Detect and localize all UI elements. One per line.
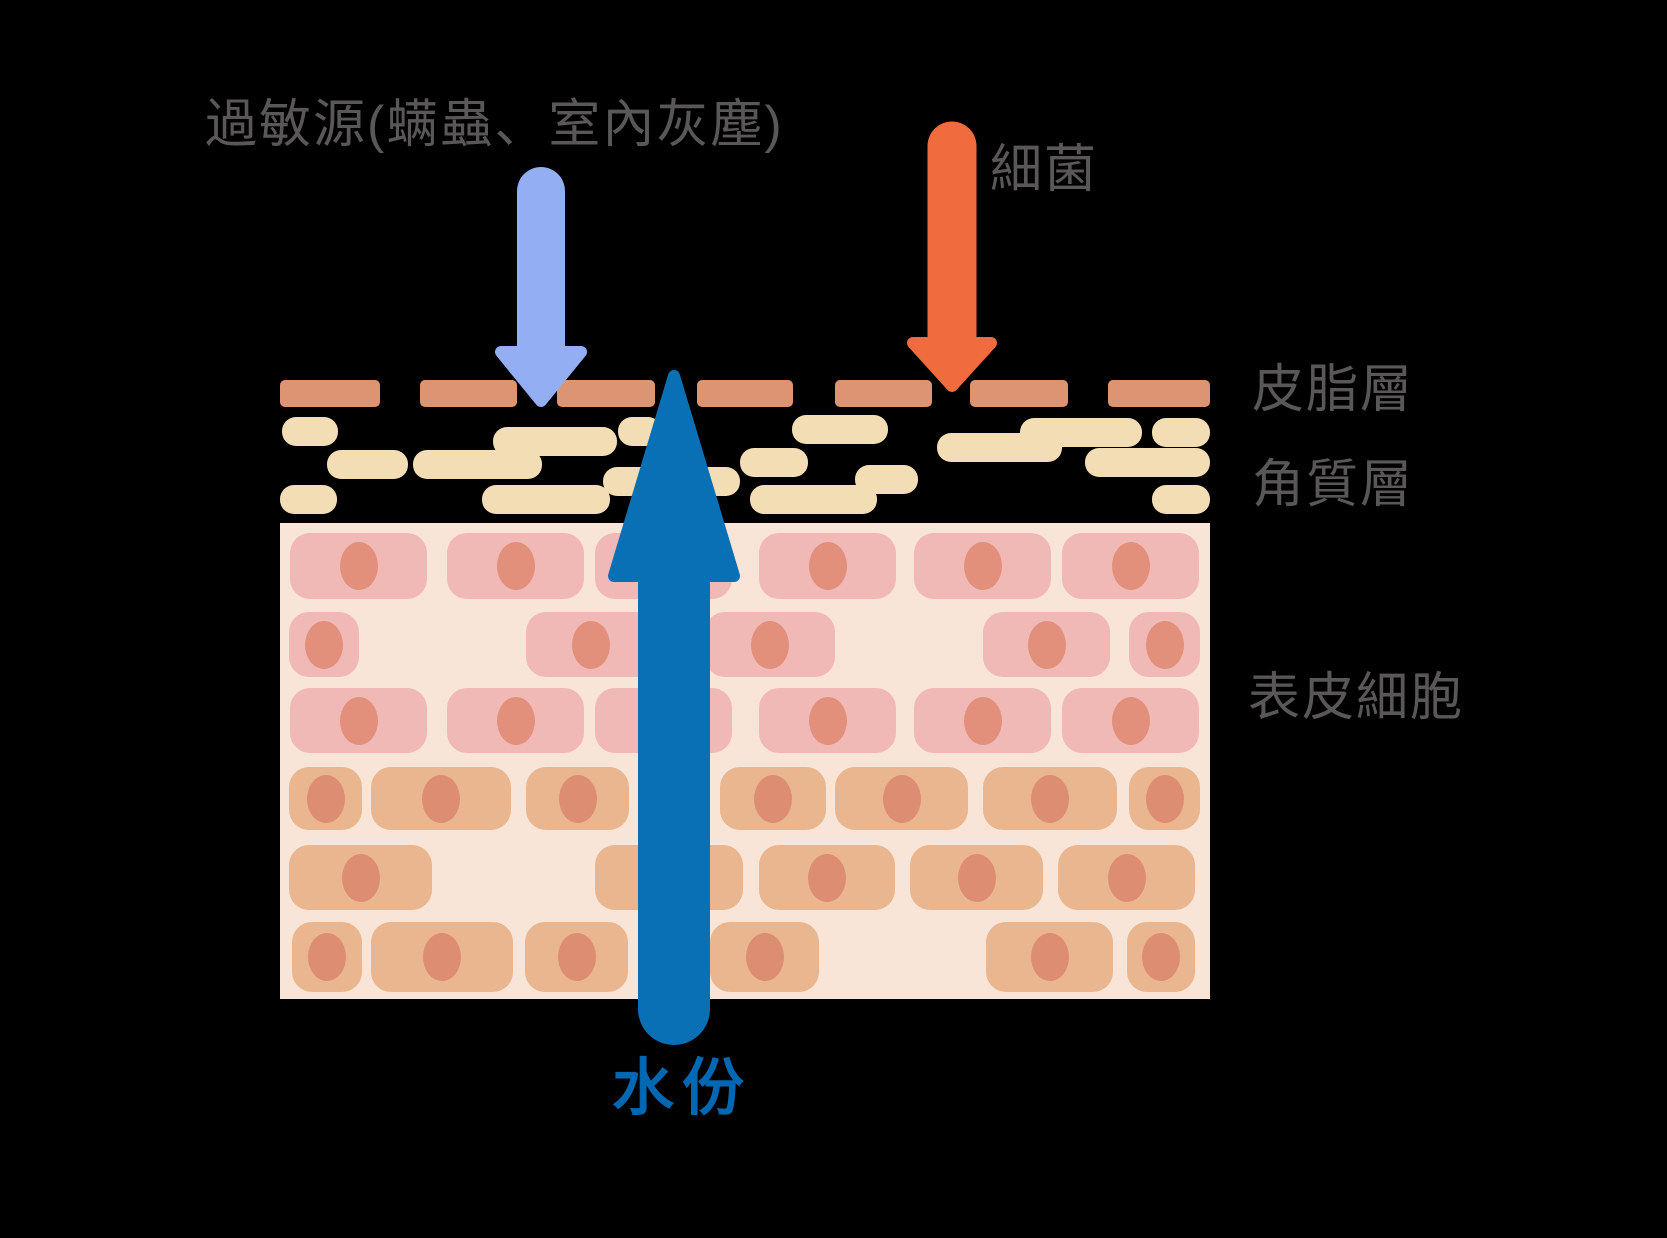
cell-nucleus <box>1142 933 1180 981</box>
cell-nucleus <box>422 774 460 823</box>
pink-skin-cell <box>1129 612 1200 677</box>
tan-skin-cell <box>525 922 628 992</box>
pink-skin-cell <box>759 533 896 599</box>
moisture-label: 水份 <box>612 1054 753 1123</box>
tan-skin-cell <box>1058 845 1195 910</box>
cell-nucleus <box>1027 620 1066 669</box>
tan-skin-cell <box>720 767 826 830</box>
pink-skin-cell <box>1062 533 1199 599</box>
cell-nucleus <box>808 696 847 745</box>
pink-skin-cell <box>759 688 896 753</box>
tan-skin-cell <box>595 845 743 910</box>
tan-skin-cell <box>835 767 968 830</box>
cell-nucleus <box>1030 933 1069 981</box>
cell-nucleus <box>957 853 996 902</box>
tan-skin-cell <box>371 922 513 992</box>
epidermis-cell-block <box>280 523 1210 999</box>
keratin-bar <box>482 485 610 514</box>
epidermal-cells-label: 表皮細胞 <box>1248 669 1465 727</box>
tan-skin-cell <box>986 922 1113 992</box>
pink-skin-cell <box>595 688 732 753</box>
keratin-bar <box>750 485 877 514</box>
cell-nucleus <box>1111 696 1150 745</box>
tan-skin-cell <box>710 922 819 992</box>
cell-nucleus <box>1111 542 1150 590</box>
cell-nucleus <box>882 774 921 823</box>
cell-nucleus <box>963 696 1002 745</box>
tan-skin-cell <box>759 845 895 910</box>
keratin-bar <box>855 465 918 494</box>
sebum-bar <box>280 380 380 407</box>
cell-nucleus <box>963 542 1002 590</box>
cell-nucleus <box>341 853 380 902</box>
tan-skin-cell <box>371 767 511 830</box>
pink-skin-cell <box>447 688 584 753</box>
keratin-bar <box>282 417 338 446</box>
cell-nucleus <box>496 542 535 590</box>
cell-nucleus <box>644 542 683 590</box>
tan-skin-cell <box>910 845 1043 910</box>
cell-nucleus <box>644 696 683 745</box>
keratin-bar <box>493 427 617 456</box>
keratin-bar <box>740 448 808 477</box>
tan-skin-cell <box>289 767 362 830</box>
allergen-label: 過敏源(螨蟲、室內灰塵) <box>205 96 784 154</box>
cell-nucleus <box>808 542 847 590</box>
cell-nucleus <box>423 933 461 981</box>
cell-nucleus <box>572 620 610 669</box>
cell-nucleus <box>1031 774 1069 823</box>
cell-nucleus <box>650 853 688 902</box>
sebum-bar <box>1108 380 1210 407</box>
keratin-bar <box>327 450 408 479</box>
pink-skin-cell <box>526 612 656 677</box>
pink-skin-cell <box>983 612 1110 677</box>
keratin-layer-label: 角質層 <box>1252 456 1415 514</box>
pink-skin-cell <box>447 533 584 599</box>
cell-nucleus <box>306 774 345 823</box>
pink-skin-cell <box>914 533 1051 599</box>
keratin-bar <box>618 417 662 446</box>
keratin-bar <box>937 433 1062 462</box>
tan-skin-cell <box>289 845 432 910</box>
cell-nucleus <box>496 696 535 745</box>
cell-nucleus <box>339 696 378 745</box>
cell-nucleus <box>1145 620 1184 669</box>
tan-skin-cell <box>1127 922 1195 992</box>
keratin-bar <box>1152 418 1210 447</box>
pink-skin-cell <box>1062 688 1199 753</box>
cell-nucleus <box>308 933 346 981</box>
tan-skin-cell <box>983 767 1117 830</box>
keratin-bar <box>1152 485 1210 514</box>
tan-skin-cell <box>292 922 362 992</box>
cell-nucleus <box>557 933 596 981</box>
cell-nucleus <box>305 620 343 669</box>
tan-skin-cell <box>1129 767 1200 830</box>
pink-skin-cell <box>914 688 1051 753</box>
keratin-bar <box>1085 448 1210 477</box>
keratin-bar <box>792 415 888 444</box>
bacteria-label: 細菌 <box>990 141 1099 199</box>
pink-skin-cell <box>595 533 732 599</box>
cell-nucleus <box>751 620 789 669</box>
cell-nucleus <box>1145 774 1184 823</box>
cell-nucleus <box>808 853 846 902</box>
keratin-bar <box>603 467 740 496</box>
cell-nucleus <box>339 542 378 590</box>
pink-skin-cell <box>705 612 835 677</box>
pink-skin-cell <box>289 612 359 677</box>
cell-nucleus <box>745 933 784 981</box>
tan-skin-cell <box>526 767 629 830</box>
cell-nucleus <box>754 774 792 823</box>
pink-skin-cell <box>290 533 427 599</box>
pink-skin-cell <box>290 688 427 753</box>
sebum-layer-label: 皮脂層 <box>1252 361 1415 419</box>
cell-nucleus <box>558 774 597 823</box>
keratin-bar <box>280 485 337 514</box>
cell-nucleus <box>1107 853 1146 902</box>
